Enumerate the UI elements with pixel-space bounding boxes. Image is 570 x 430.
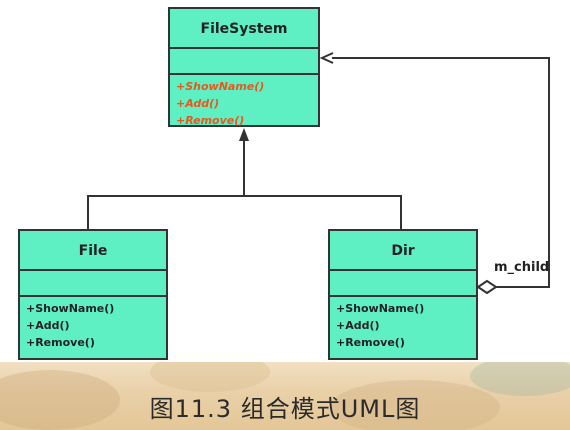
aggregation-line bbox=[332, 57, 550, 288]
aggregation-diamond bbox=[476, 279, 498, 295]
method-showname: +ShowName() bbox=[336, 302, 425, 315]
class-name: File bbox=[20, 231, 166, 271]
class-methods: +ShowName() +Add() +Remove() bbox=[170, 75, 318, 132]
class-attributes bbox=[170, 49, 318, 75]
method-showname: +ShowName() bbox=[26, 302, 115, 315]
class-filesystem: FileSystem +ShowName() +Add() +Remove() bbox=[168, 7, 320, 127]
class-file: File +ShowName() +Add() +Remove() bbox=[18, 229, 168, 360]
background-decoration bbox=[470, 362, 570, 396]
method-add: +Add() bbox=[336, 319, 380, 332]
method-add: +Add() bbox=[26, 319, 70, 332]
background-decoration bbox=[330, 380, 500, 430]
class-dir: Dir +ShowName() +Add() +Remove() bbox=[328, 229, 478, 360]
class-name: Dir bbox=[330, 231, 476, 271]
class-attributes bbox=[20, 271, 166, 297]
method-remove: +Remove() bbox=[176, 114, 245, 127]
class-attributes bbox=[330, 271, 476, 297]
background-decoration bbox=[0, 370, 120, 430]
method-showname: +ShowName() bbox=[176, 80, 265, 93]
background-decoration bbox=[150, 362, 270, 392]
aggregation-arrowhead bbox=[319, 52, 334, 64]
inheritance-line-dir bbox=[244, 195, 402, 229]
method-remove: +Remove() bbox=[336, 336, 405, 349]
class-methods: +ShowName() +Add() +Remove() bbox=[330, 297, 476, 354]
footer-background bbox=[0, 362, 570, 430]
class-name: FileSystem bbox=[170, 9, 318, 49]
inheritance-arrowhead bbox=[239, 128, 249, 141]
method-remove: +Remove() bbox=[26, 336, 95, 349]
aggregation-role-label: m_child bbox=[494, 260, 550, 275]
inheritance-line-file bbox=[87, 195, 244, 229]
class-methods: +ShowName() +Add() +Remove() bbox=[20, 297, 166, 354]
method-add: +Add() bbox=[176, 97, 220, 110]
figure-caption: 图11.3 组合模式UML图 bbox=[149, 395, 421, 423]
